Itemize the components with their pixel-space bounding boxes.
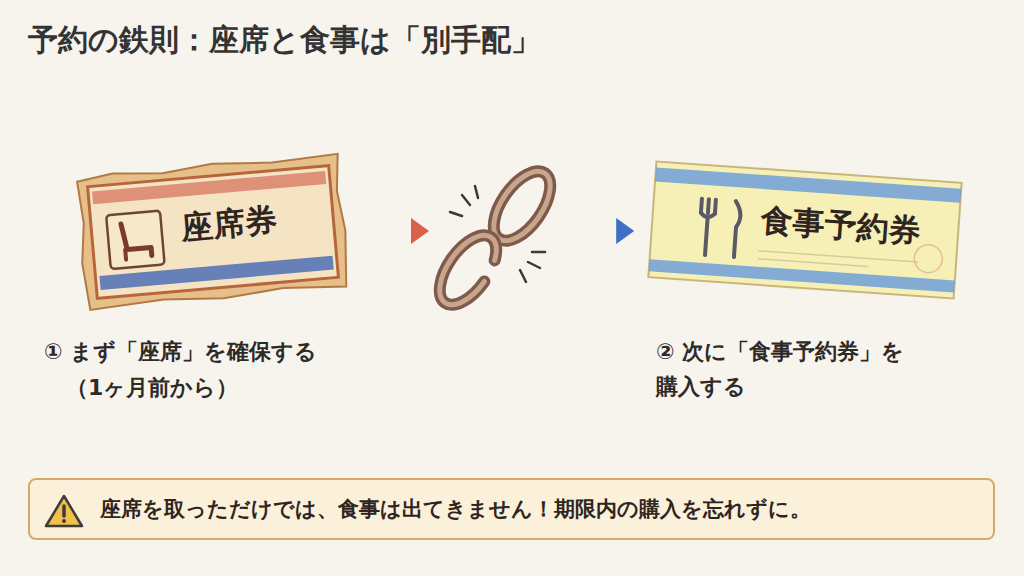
step-caption: ② 次に「食事予約券」を 購入する [656, 334, 956, 404]
step-caption: （1ヶ月前から） [66, 370, 238, 405]
broken-chain [429, 162, 562, 314]
step-caption: ① まず「座席」を確保する [44, 334, 317, 369]
warning-band: 座席を取っただけでは、食事は出てきません！期限内の購入を忘れずに。 [28, 478, 995, 540]
warning-icon [44, 493, 84, 529]
node-text: 座席を取っただけでは、食事は出てきません！期限内の購入を忘れずに。 [100, 497, 811, 522]
diagram-title: 予約の鉄則：座席と食事は「別手配」 [28, 20, 541, 61]
seat-ticket: 座席券 [72, 151, 353, 314]
flow-arrow [368, 218, 635, 244]
meal-ticket: 食事予約券 [646, 159, 964, 300]
